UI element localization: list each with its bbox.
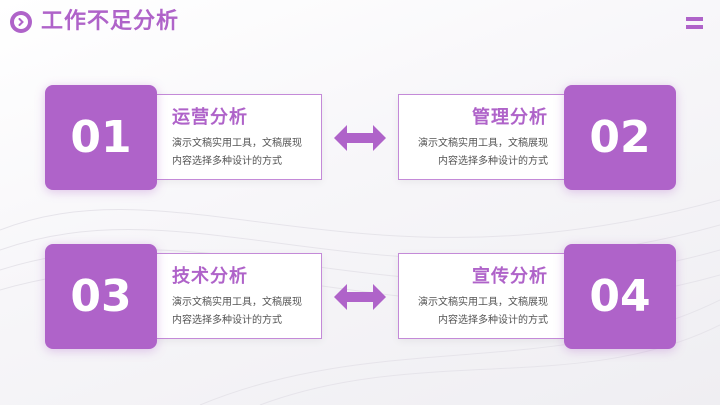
card-title: 运营分析 xyxy=(172,107,248,128)
card-description-line: 内容选择多种设计的方式 xyxy=(172,156,282,167)
card-description: 演示文稿实用工具，文稿展现 内容选择多种设计的方式 xyxy=(172,294,321,330)
card-text-box-03: 技术分析 演示文稿实用工具，文稿展现 内容选择多种设计的方式 xyxy=(155,253,322,339)
card-title: 宣传分析 xyxy=(472,266,548,287)
double-arrow-icon xyxy=(334,125,386,151)
card-number-01: 01 xyxy=(45,85,157,190)
card-description-line: 内容选择多种设计的方式 xyxy=(172,315,282,326)
card-text-box-02: 管理分析 演示文稿实用工具，文稿展现 内容选择多种设计的方式 xyxy=(398,94,565,180)
card-description-line: 演示文稿实用工具，文稿展现 xyxy=(172,138,302,149)
card-description-line: 演示文稿实用工具，文稿展现 xyxy=(418,138,548,149)
card-number-02: 02 xyxy=(564,85,676,190)
card-description: 演示文稿实用工具，文稿展现 内容选择多种设计的方式 xyxy=(172,135,321,171)
card-description: 演示文稿实用工具，文稿展现 内容选择多种设计的方式 xyxy=(399,294,548,330)
card-number-03: 03 xyxy=(45,244,157,349)
card-text-box-04: 宣传分析 演示文稿实用工具，文稿展现 内容选择多种设计的方式 xyxy=(398,253,565,339)
card-number-04: 04 xyxy=(564,244,676,349)
card-title: 管理分析 xyxy=(472,107,548,128)
card-description-line: 内容选择多种设计的方式 xyxy=(438,156,548,167)
page-title: 工作不足分析 xyxy=(41,9,180,34)
card-text-box-01: 运营分析 演示文稿实用工具，文稿展现 内容选择多种设计的方式 xyxy=(155,94,322,180)
card-description: 演示文稿实用工具，文稿展现 内容选择多种设计的方式 xyxy=(399,135,548,171)
card-title: 技术分析 xyxy=(172,266,248,287)
menu-icon[interactable] xyxy=(686,17,703,30)
chevron-right-circle-icon xyxy=(10,11,32,33)
double-arrow-icon xyxy=(334,284,386,310)
card-description-line: 演示文稿实用工具，文稿展现 xyxy=(172,297,302,308)
card-description-line: 内容选择多种设计的方式 xyxy=(438,315,548,326)
card-description-line: 演示文稿实用工具，文稿展现 xyxy=(418,297,548,308)
